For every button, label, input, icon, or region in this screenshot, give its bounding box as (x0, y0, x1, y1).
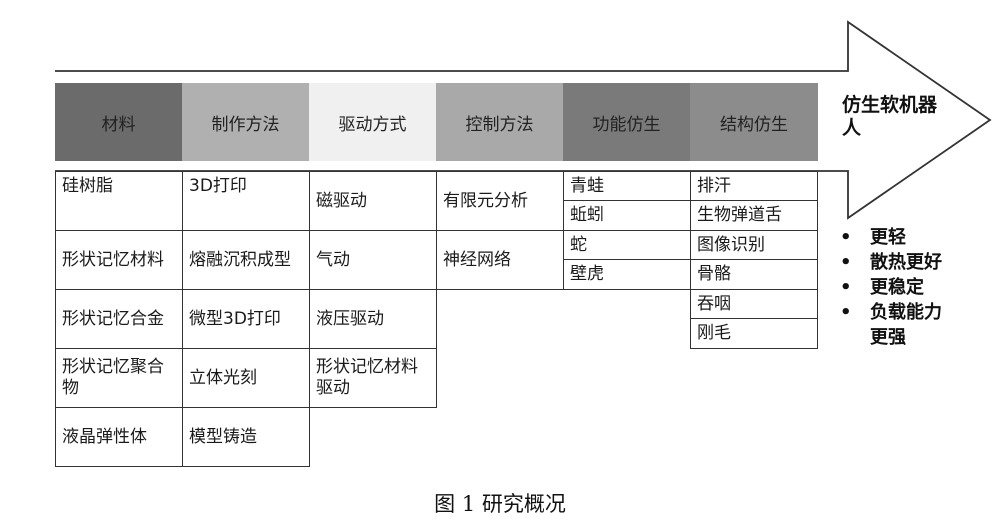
actuation-item: 气动 (309, 230, 437, 290)
header-fabrication: 制作方法 (182, 83, 309, 161)
list-item: • 散热更好 (840, 252, 942, 273)
fabrication-item: 立体光刻 (182, 348, 310, 408)
bullet-icon: • (840, 252, 852, 273)
functional-bionics-item: 青蛙 (563, 171, 691, 201)
advantages-list: • 更轻 • 散热更好 • 更稳定 • 负载能力更强 (840, 225, 956, 350)
list-item: • 负载能力更强 (840, 302, 942, 348)
header-functional-bionics: 功能仿生 (563, 83, 690, 161)
structural-bionics-item: 刚毛 (690, 318, 818, 349)
structural-bionics-item: 生物弹道舌 (690, 200, 818, 231)
control-item: 神经网络 (436, 230, 564, 290)
structural-bionics-item: 骨骼 (690, 259, 818, 290)
materials-item: 液晶弹性体 (55, 407, 183, 467)
materials-item: 形状记忆合金 (55, 289, 183, 349)
fabrication-item: 3D打印 (182, 171, 310, 231)
header-actuation: 驱动方式 (309, 83, 436, 161)
structural-bionics-item: 图像识别 (690, 230, 818, 260)
bullet-icon: • (840, 277, 852, 298)
bullet-icon: • (840, 227, 852, 248)
bullet-icon: • (840, 302, 852, 323)
header-structural-bionics: 结构仿生 (690, 83, 818, 161)
functional-bionics-item: 蚯蚓 (563, 200, 691, 231)
fabrication-item: 微型3D打印 (182, 289, 310, 349)
materials-item: 硅树脂 (55, 171, 183, 231)
header-control: 控制方法 (436, 83, 563, 161)
list-item: • 更轻 (840, 227, 906, 248)
actuation-item: 液压驱动 (309, 289, 437, 349)
materials-item: 形状记忆材料 (55, 230, 183, 290)
functional-bionics-item: 壁虎 (563, 259, 691, 290)
control-item: 有限元分析 (436, 171, 564, 231)
fabrication-item: 熔融沉积成型 (182, 230, 310, 290)
structural-bionics-item: 排汗 (690, 171, 818, 201)
functional-bionics-item: 蛇 (563, 230, 691, 260)
actuation-item: 磁驱动 (309, 171, 437, 231)
list-item: • 更稳定 (840, 277, 924, 298)
header-materials: 材料 (55, 83, 182, 161)
arrow-title: 仿生软机器人 (842, 94, 938, 139)
materials-item: 形状记忆聚合物 (55, 348, 183, 408)
figure-caption: 图 1 研究概况 (434, 492, 566, 516)
structural-bionics-item: 吞咽 (690, 289, 818, 319)
actuation-item: 形状记忆材料驱动 (309, 348, 437, 408)
fabrication-item: 模型铸造 (182, 407, 310, 467)
